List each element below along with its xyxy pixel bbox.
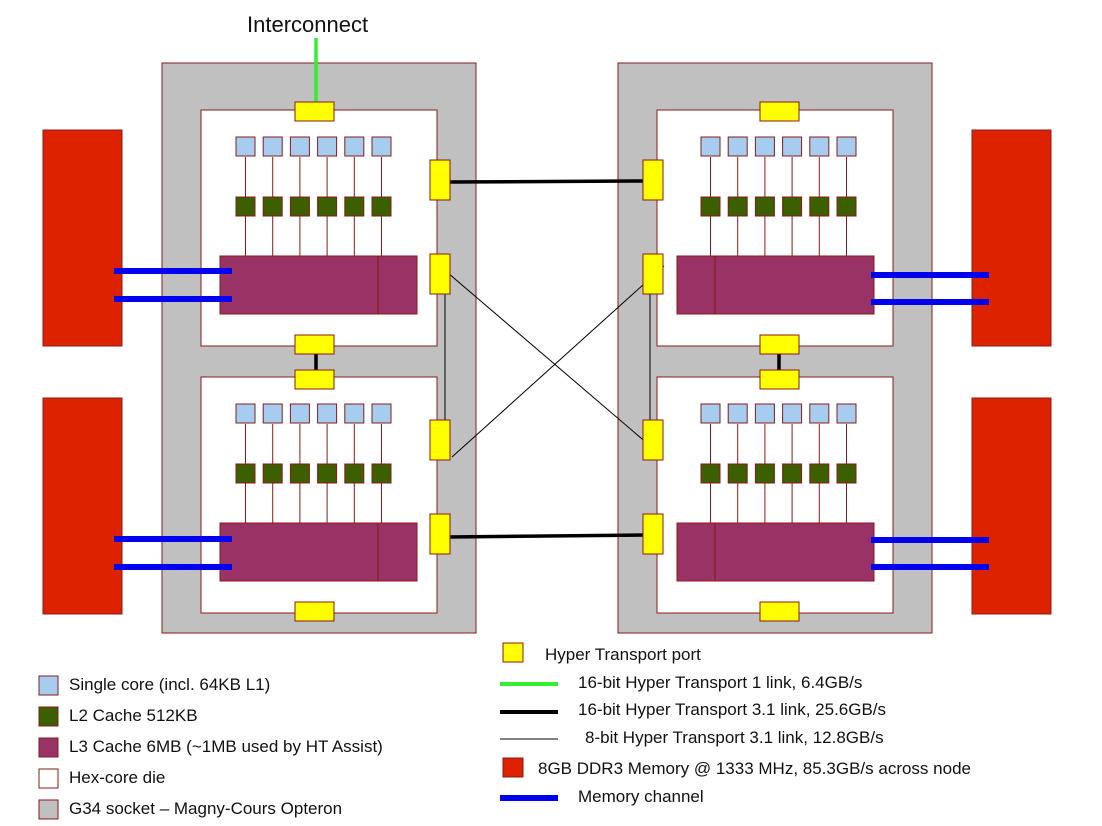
l2-cache (371, 196, 392, 217)
ht-port (294, 334, 335, 355)
l2-cache (344, 463, 365, 484)
interconnect-label: Interconnect (247, 12, 369, 37)
ht-port (429, 513, 451, 555)
l2-cache (836, 196, 857, 217)
legend-label: Single core (incl. 64KB L1) (69, 675, 271, 694)
memory-bank (42, 397, 123, 615)
ht-port (429, 253, 451, 295)
cpu-core (836, 403, 857, 424)
legend-label: 16-bit Hyper Transport 1 link, 6.4GB/s (578, 673, 863, 692)
ht-port (642, 419, 664, 461)
ht-port (429, 419, 451, 461)
ht-port (642, 513, 664, 555)
ht31-16bit-link (447, 179, 646, 184)
l2-cache (317, 196, 338, 217)
cpu-core (700, 403, 721, 424)
cpu-core (317, 403, 338, 424)
legend-label: Hex-core die (69, 768, 166, 787)
l2-cache (371, 463, 392, 484)
l2-cache (727, 463, 748, 484)
l2-cache (289, 196, 310, 217)
l2-cache (289, 463, 310, 484)
legend-swatch-memory (502, 757, 524, 778)
l2-cache (235, 463, 256, 484)
cpu-core (782, 136, 803, 157)
cpu-core (289, 136, 310, 157)
ht-port (294, 369, 335, 390)
memory-bank (42, 129, 123, 347)
cpu-core (727, 136, 748, 157)
ht-port (759, 601, 800, 622)
ht31-8bit-link (451, 265, 665, 458)
legend-label: G34 socket – Magny-Cours Opteron (69, 799, 343, 818)
ht-port (294, 101, 335, 122)
cpu-core (809, 403, 830, 424)
l2-cache (754, 463, 775, 484)
ht-port (642, 159, 664, 201)
l2-cache (700, 196, 721, 217)
ht-port (759, 101, 800, 122)
legend-label: 8GB DDR3 Memory @ 1333 MHz, 85.3GB/s acr… (538, 759, 971, 778)
legend-swatch-core (38, 675, 59, 696)
cpu-core (782, 403, 803, 424)
l3-cache (676, 522, 875, 582)
ht-port (429, 159, 451, 201)
l2-cache (782, 196, 803, 217)
cpu-core (289, 403, 310, 424)
cpu-core (836, 136, 857, 157)
l2-cache (317, 463, 338, 484)
cpu-core (727, 403, 748, 424)
memory-bank (971, 129, 1052, 347)
legend-swatch-l3 (38, 737, 59, 758)
l2-cache (262, 463, 283, 484)
cpu-core (317, 136, 338, 157)
legend-label: 8-bit Hyper Transport 3.1 link, 12.8GB/s (585, 728, 884, 747)
legend-swatch-port (502, 642, 524, 663)
cpu-core (262, 403, 283, 424)
cpu-core (262, 136, 283, 157)
l3-cache (219, 255, 418, 315)
ht-port (759, 334, 800, 355)
legend-label: Hyper Transport port (545, 645, 701, 664)
legend-label: L3 Cache 6MB (~1MB used by HT Assist) (69, 737, 383, 756)
ht-port (642, 253, 664, 295)
ht-port (294, 601, 335, 622)
legend-swatch-die (38, 768, 59, 789)
legend-label: L2 Cache 512KB (69, 706, 198, 725)
l2-cache (809, 196, 830, 217)
l2-cache (727, 196, 748, 217)
legend-swatch-l2 (38, 706, 59, 727)
l2-cache (754, 196, 775, 217)
cpu-core (754, 136, 775, 157)
ht-port (759, 369, 800, 390)
legend-swatch-socket (38, 799, 59, 820)
l2-cache (809, 463, 830, 484)
memory-bank (971, 397, 1052, 615)
cpu-core (235, 403, 256, 424)
l2-cache (344, 196, 365, 217)
legend-label: Memory channel (578, 787, 704, 806)
cpu-core (344, 403, 365, 424)
l2-cache (700, 463, 721, 484)
cpu-core (371, 136, 392, 157)
ht31-16bit-link (447, 533, 646, 539)
l2-cache (235, 196, 256, 217)
l2-cache (836, 463, 857, 484)
cpu-core (700, 136, 721, 157)
legend-label: 16-bit Hyper Transport 3.1 link, 25.6GB/… (578, 700, 887, 719)
cpu-core (754, 403, 775, 424)
l2-cache (782, 463, 803, 484)
cpu-core (235, 136, 256, 157)
l3-cache (676, 255, 875, 315)
cpu-core (371, 403, 392, 424)
l2-cache (262, 196, 283, 217)
l3-cache (219, 522, 418, 582)
cpu-core (344, 136, 365, 157)
cpu-core (809, 136, 830, 157)
